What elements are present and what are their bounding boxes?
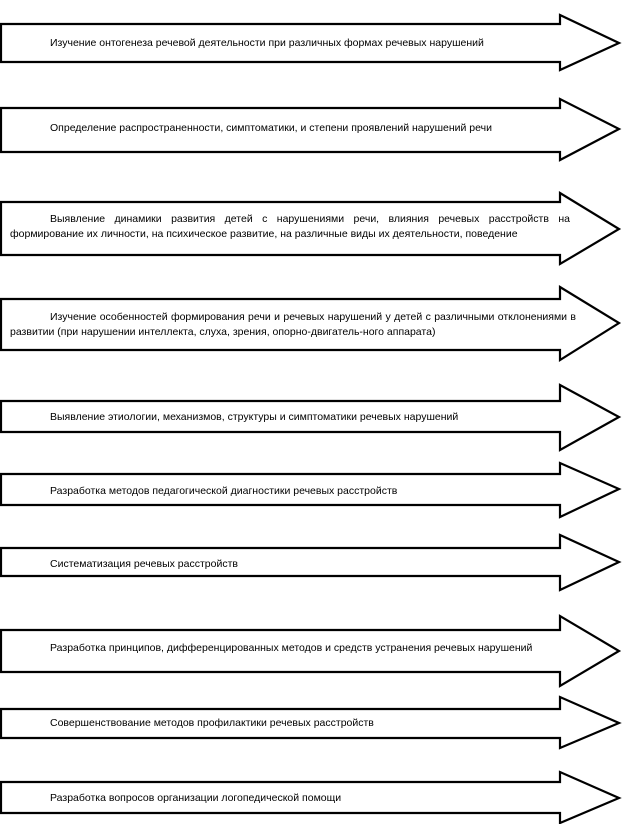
arrow-8-text: Разработка принципов, дифференцированных…: [50, 642, 533, 654]
arrow-5-shape: [0, 383, 622, 452]
arrow-10-text: Разработка вопросов организации логопеди…: [50, 792, 342, 804]
arrow-7-text: Систематизация речевых расстройств: [50, 558, 238, 570]
arrow-3-shape: [0, 191, 622, 266]
arrow-2-text: Определение распространенности, симптома…: [50, 122, 492, 134]
arrow-1-shape: [0, 13, 622, 72]
arrow-2-shape: [0, 97, 622, 162]
arrow-6-shape: [0, 461, 622, 519]
arrow-1-text: Изучение онтогенеза речевой деятельности…: [50, 37, 484, 49]
arrow-10-shape: [0, 770, 622, 824]
arrow-6-text: Разработка методов педагогической диагно…: [50, 485, 398, 497]
arrow-3-text: Выявление динамики развития детей с нару…: [10, 213, 570, 240]
arrow-7-shape: [0, 533, 622, 592]
arrow-5-text: Выявление этиологии, механизмов, структу…: [50, 411, 459, 423]
arrow-8-shape: [0, 614, 622, 688]
arrow-4-text: Изучение особенностей формирования речи …: [10, 311, 576, 338]
arrow-9-text: Совершенствование методов профилактики р…: [50, 717, 374, 729]
arrow-9-shape: [0, 695, 622, 750]
arrow-4-shape: [0, 285, 622, 362]
